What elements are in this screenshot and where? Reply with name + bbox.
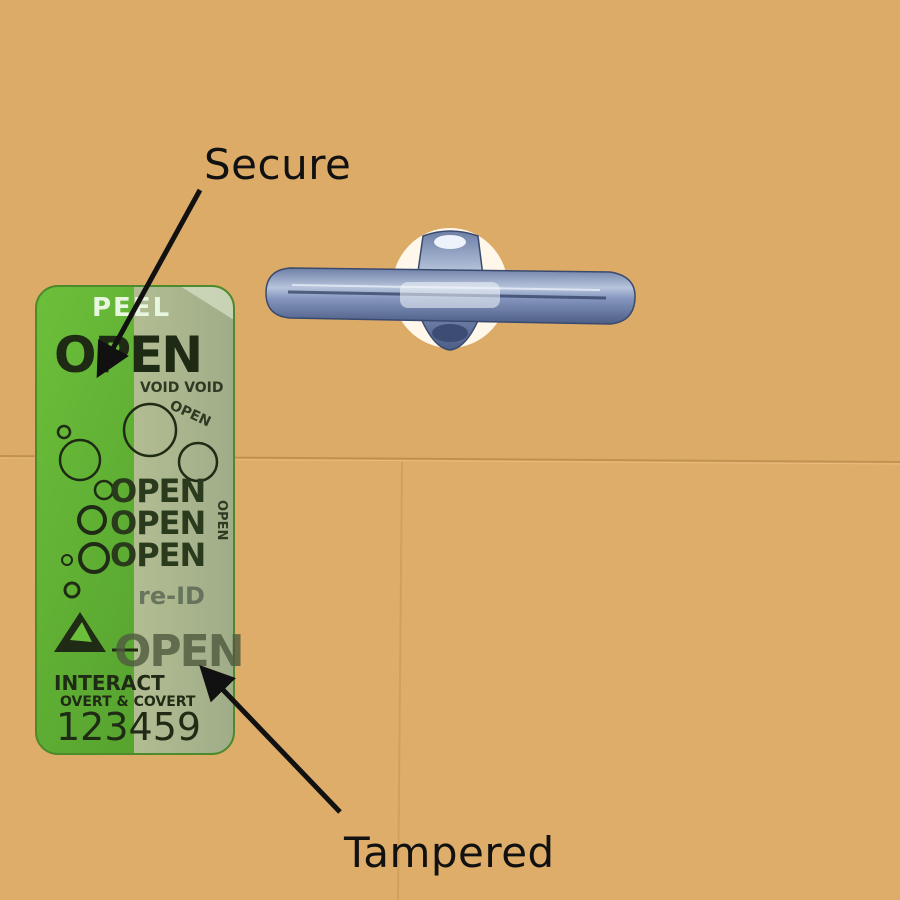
label-open-lower: OPEN — [114, 626, 243, 677]
tampered-arrow — [199, 664, 342, 814]
label-logo-icon — [54, 612, 106, 652]
label-brand-fragment: re-ID — [138, 582, 205, 610]
tamper-evident-label: PEEL OPEN VOID VOID OPEN OPEN OPEN OPEN — [35, 285, 245, 755]
label-subline-text: OVERT & COVERT — [60, 694, 196, 710]
label-maker-text: INTERACT — [54, 671, 165, 695]
tampered-caption: Tampered — [344, 828, 555, 877]
label-serial-number: 123459 — [56, 705, 201, 749]
svg-text:OPEN: OPEN — [110, 504, 205, 542]
label-open-text: OPEN — [54, 326, 201, 384]
label-void-text: VOID VOID — [140, 380, 224, 396]
envelope-seam — [397, 461, 403, 900]
svg-text:OPEN: OPEN — [110, 472, 205, 510]
svg-text:OPEN: OPEN — [110, 536, 205, 574]
secure-caption: Secure — [204, 140, 352, 189]
label-open-vertical: OPEN — [214, 500, 229, 540]
secure-arrow — [96, 188, 203, 379]
label-open-stack: OPEN OPEN OPEN — [110, 472, 206, 574]
label-bubbles — [56, 402, 219, 599]
